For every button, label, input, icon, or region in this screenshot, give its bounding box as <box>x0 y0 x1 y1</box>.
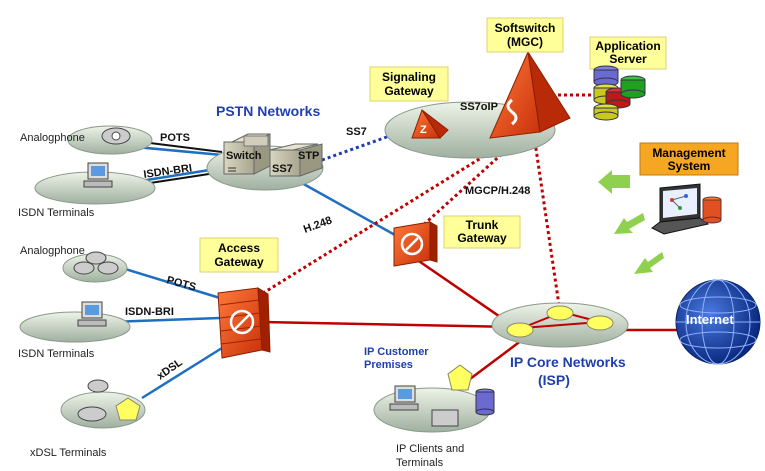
xdsl-link <box>141 346 223 400</box>
switch-label: Switch <box>226 150 262 162</box>
svg-text:Softswitch: Softswitch <box>495 21 556 35</box>
ip-customer-label-1: IP Customer <box>364 346 429 358</box>
laptop-icon <box>651 183 710 235</box>
signaling-gateway-callout: Signaling Gateway <box>369 66 449 102</box>
svg-text:System: System <box>668 159 711 173</box>
internet-globe-icon <box>675 279 761 365</box>
pots-top-label: POTS <box>160 132 190 144</box>
management-db-icon <box>702 196 722 224</box>
ip-clients-label-1: IP Clients and <box>396 443 464 455</box>
svg-text:Gateway: Gateway <box>384 84 434 98</box>
trunk-gateway-icon <box>393 221 438 267</box>
h248-link <box>251 138 511 302</box>
analog-phone-bottom-cloud <box>62 251 128 283</box>
svg-text:Gateway: Gateway <box>457 231 507 245</box>
pstn-networks-label: PSTN Networks <box>216 103 320 119</box>
isdn-terminals-top-label: ISDN Terminals <box>18 207 95 219</box>
ss7oip-label: SS7oIP <box>460 101 498 113</box>
softswitch-callout: Softswitch (MGC) <box>486 17 564 53</box>
analogphone-bottom-label: Analogphone <box>20 245 85 257</box>
xdsl-link-label: xDSL <box>155 356 185 382</box>
isdn-bottom-cloud <box>19 311 131 343</box>
mgcp-link <box>533 141 562 313</box>
stp-label: STP <box>298 150 319 162</box>
svg-text:Signaling: Signaling <box>382 70 436 84</box>
ip-core-label-1: IP Core Networks <box>510 354 626 370</box>
analog-phone-top-cloud <box>67 125 153 155</box>
h248-label: H.248 <box>302 215 334 236</box>
ip-customer-label-2: Premises <box>364 359 413 371</box>
xdsl-terminals-label: xDSL Terminals <box>30 447 107 459</box>
computer-icon <box>77 301 107 327</box>
app-server-callout: Application Server <box>589 36 667 70</box>
switch-icon <box>223 133 271 175</box>
svg-text:Access: Access <box>218 241 260 255</box>
svg-text:Server: Server <box>609 52 647 66</box>
pots-bottom-label: POTS <box>165 274 197 293</box>
signaling-gateway-icon: Z <box>411 108 449 139</box>
computer-icon <box>83 162 113 188</box>
access-core-link <box>261 320 516 329</box>
ip-clients-label-2: Terminals <box>396 457 444 469</box>
ss7-link-label: SS7 <box>346 126 367 138</box>
ip-core-label-2: (ISP) <box>538 372 570 388</box>
access-gateway-callout: Access Gateway <box>199 237 279 273</box>
isdn-bri-bottom-link <box>109 316 221 324</box>
trunk-core-link <box>409 253 513 327</box>
arrow-icon <box>598 170 664 274</box>
svg-text:Z: Z <box>420 124 427 136</box>
database-icon <box>593 65 646 121</box>
svg-text:Application: Application <box>595 39 660 53</box>
trunk-gateway-callout: Trunk Gateway <box>443 215 521 249</box>
pentagon-router-icon <box>115 397 141 421</box>
ip-customer-devices <box>389 364 495 427</box>
svg-text:Management: Management <box>652 146 725 160</box>
svg-text:(MGC): (MGC) <box>507 35 543 49</box>
svg-text:Gateway: Gateway <box>214 255 264 269</box>
management-callout: Management System <box>639 142 739 176</box>
router-icon <box>506 305 614 338</box>
isdn-bri-bottom-label: ISDN-BRI <box>125 306 174 318</box>
softswitch-icon <box>489 50 571 139</box>
svg-text:Trunk: Trunk <box>466 218 499 232</box>
analogphone-top-label: Analogphone <box>20 132 85 144</box>
stp-icon <box>269 143 323 177</box>
pstn-trunk-link <box>299 180 396 237</box>
mgcp-label: MGCP/H.248 <box>465 185 530 197</box>
ss7-box-label: SS7 <box>272 163 293 175</box>
customer-core-link <box>461 339 523 386</box>
internet-label: Internet <box>686 312 734 327</box>
isdn-terminals-bottom-label: ISDN Terminals <box>18 348 95 360</box>
access-gateway-icon <box>217 287 271 359</box>
pots-bottom-link <box>121 266 221 300</box>
